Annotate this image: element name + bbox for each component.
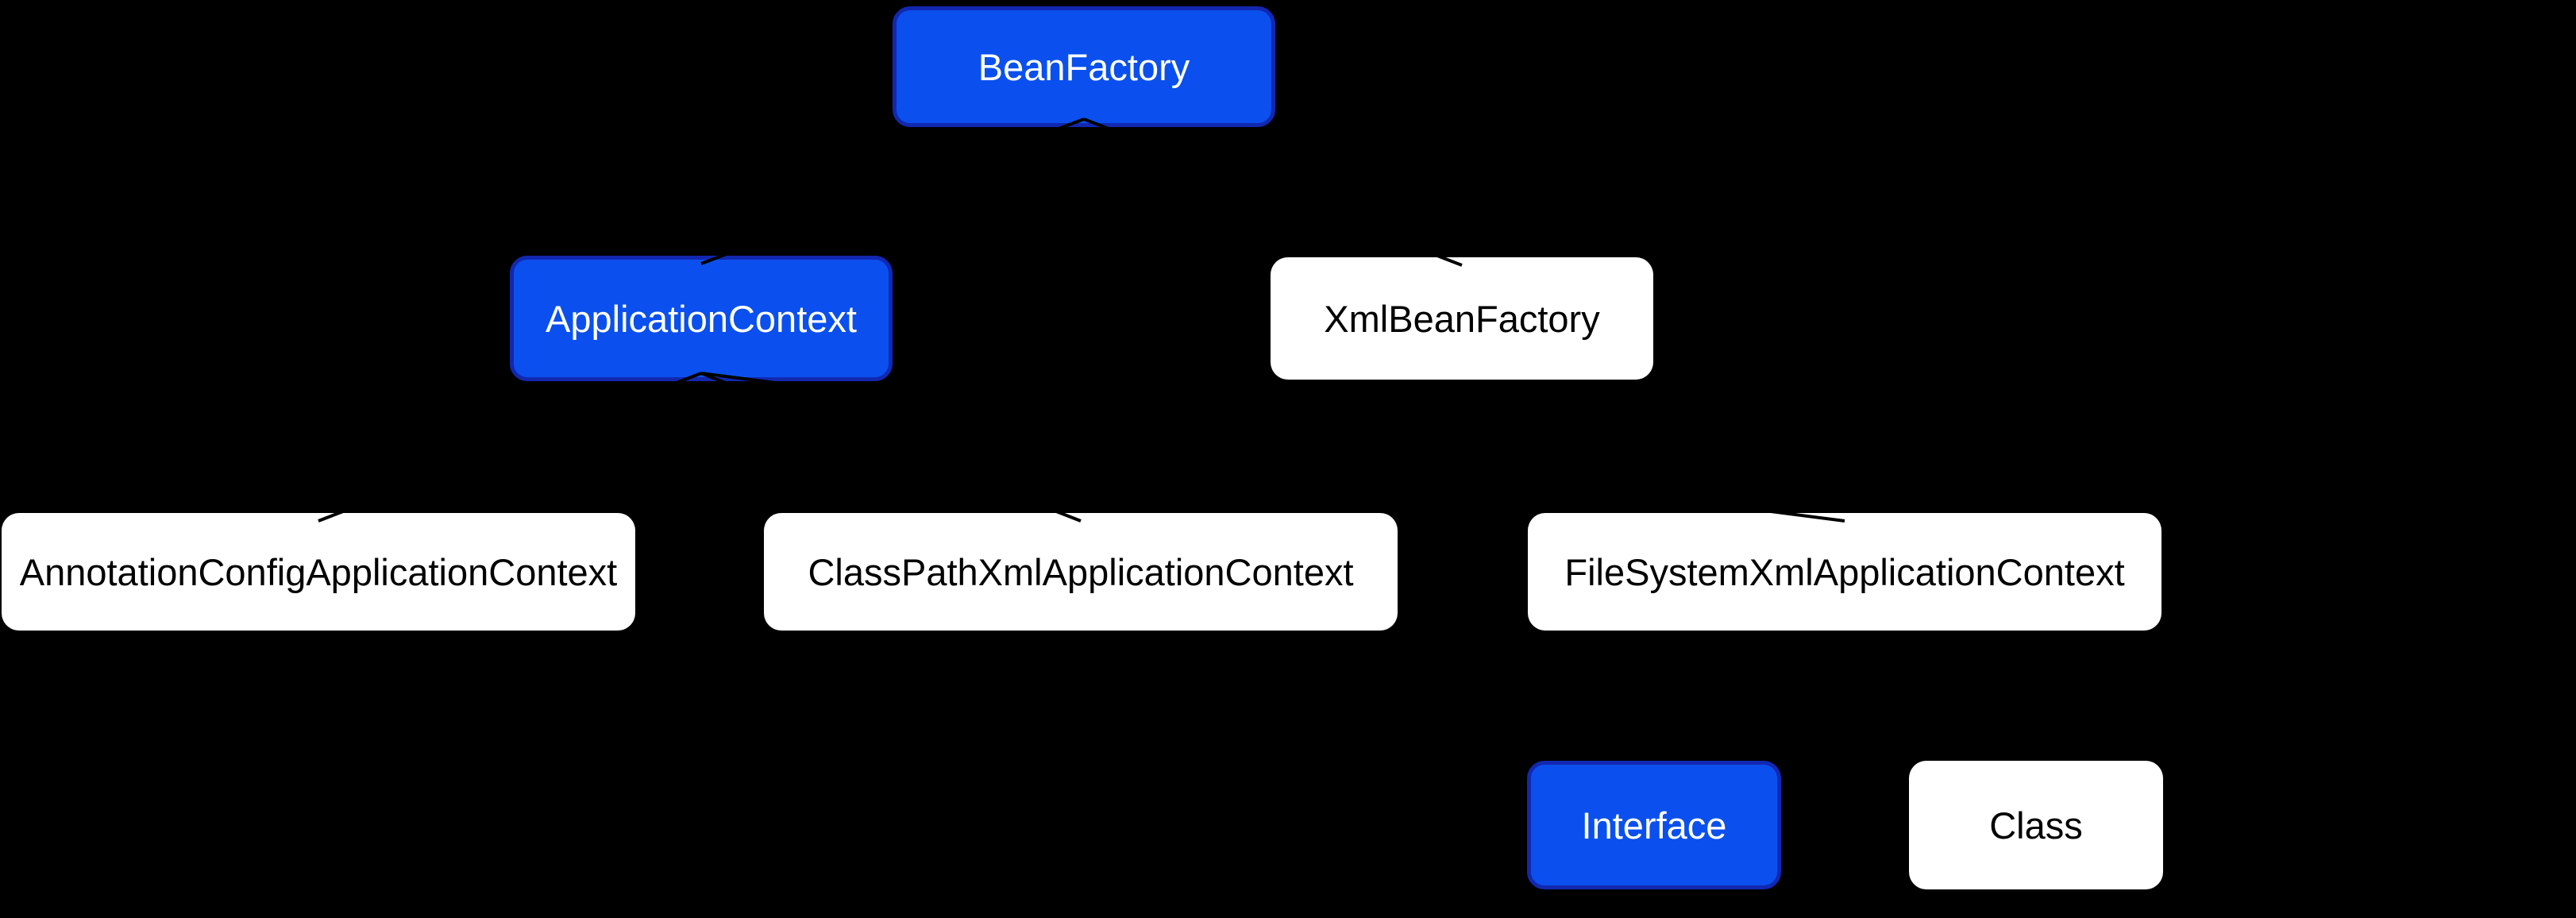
- legend-class-swatch: Class: [1909, 761, 2163, 889]
- node-classpathxmlapplicationcontext: ClassPathXmlApplicationContext: [764, 513, 1398, 631]
- node-xmlbeanfactory-label: XmlBeanFactory: [1324, 297, 1600, 340]
- node-classpathxmlapplicationcontext-label: ClassPathXmlApplicationContext: [808, 550, 1354, 593]
- edge-applicationcontext-annotationconfig: [318, 372, 702, 523]
- node-applicationcontext-label: ApplicationContext: [546, 297, 857, 340]
- edge-beanfactory-xmlbeanfactory: [1083, 118, 1463, 267]
- node-beanfactory-label: BeanFactory: [978, 45, 1190, 88]
- node-filesystemxmlapplicationcontext-label: FileSystemXmlApplicationContext: [1564, 550, 2125, 593]
- edge-applicationcontext-filesystemxml: [700, 372, 1845, 523]
- legend-interface-swatch: Interface: [1527, 761, 1781, 889]
- edge-beanfactory-applicationcontext: [700, 118, 1085, 265]
- node-annotationconfigapplicationcontext-label: AnnotationConfigApplicationContext: [19, 550, 618, 593]
- node-filesystemxmlapplicationcontext: FileSystemXmlApplicationContext: [1528, 513, 2161, 631]
- node-applicationcontext: ApplicationContext: [510, 256, 893, 381]
- legend-interface-label: Interface: [1581, 804, 1727, 847]
- node-annotationconfigapplicationcontext: AnnotationConfigApplicationContext: [2, 513, 635, 631]
- node-xmlbeanfactory: XmlBeanFactory: [1271, 257, 1653, 380]
- node-beanfactory: BeanFactory: [893, 6, 1275, 127]
- edge-applicationcontext-classpathxml: [700, 372, 1082, 523]
- legend-class-label: Class: [1989, 804, 2083, 847]
